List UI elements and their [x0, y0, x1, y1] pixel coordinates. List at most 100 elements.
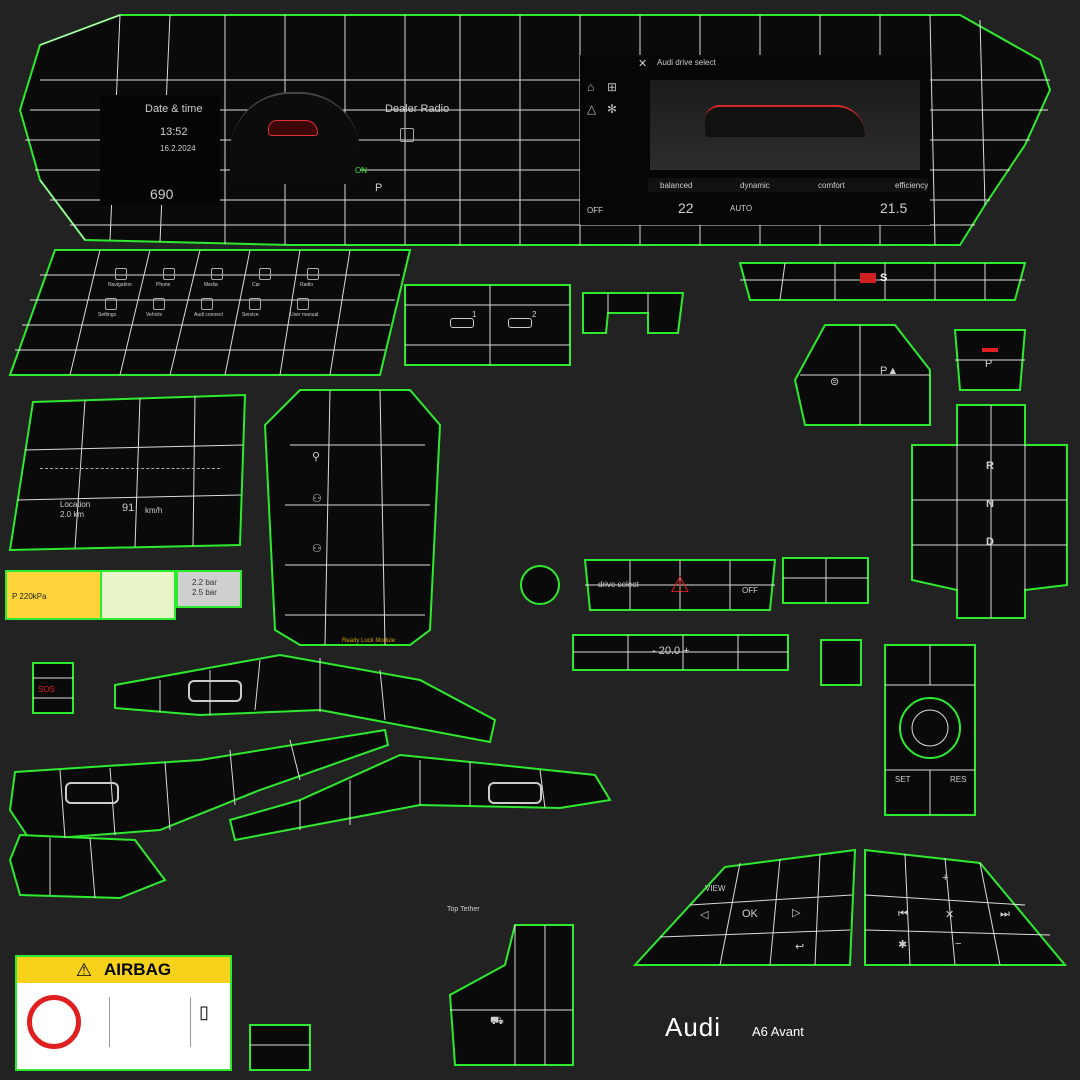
gear-r-label[interactable]: R	[986, 460, 994, 472]
menu-item-icon[interactable]	[297, 298, 309, 310]
menu-item-icon[interactable]	[105, 298, 117, 310]
esc-off-label[interactable]: OFF	[742, 586, 758, 595]
park-camera-icon[interactable]: ⊜	[830, 376, 840, 388]
tailgate-icon[interactable]: ⛟	[490, 1015, 504, 1027]
usb-panel-wireframe	[404, 284, 571, 366]
armrest-wireframes	[8, 653, 612, 900]
s-text: S	[880, 272, 888, 284]
airbag-title: AIRBAG	[104, 960, 172, 979]
park-assist-icon[interactable]: P▲	[880, 365, 899, 377]
fan-icon[interactable]: ✻	[607, 102, 618, 116]
ok-button[interactable]: OK	[742, 908, 758, 920]
door-icon-1[interactable]: ⚲	[312, 451, 321, 463]
steering-right-wireframe	[864, 848, 1068, 966]
menu-item-icon[interactable]	[307, 268, 319, 280]
door-handle-2[interactable]	[65, 782, 119, 804]
menu-item-icon[interactable]	[153, 298, 165, 310]
temp-control[interactable]: - 20.0 +	[652, 645, 690, 657]
hud-lane-lines	[40, 468, 220, 470]
left-instrument-screen	[100, 95, 220, 205]
brand-name: Audi	[665, 1012, 722, 1042]
s-badge-wireframe	[738, 262, 1027, 301]
clock-time: 13:52	[160, 126, 188, 138]
prev-track-icon[interactable]: ⏮	[898, 908, 908, 920]
climate-auto[interactable]: AUTO	[730, 204, 753, 213]
menu-item-icon[interactable]	[211, 268, 223, 280]
manual-icon: ▯	[199, 1002, 209, 1022]
range-readout: 690	[150, 186, 174, 202]
usb-1-label: 1	[472, 310, 477, 319]
steer-right-arrow-icon[interactable]: ▷	[792, 907, 801, 919]
p-button-label[interactable]: P	[985, 358, 993, 370]
center-gauge	[230, 92, 360, 184]
clock-date: 16.2.2024	[160, 144, 196, 153]
close-icon[interactable]: ✕	[638, 58, 648, 70]
small-trim-wireframe	[249, 1024, 311, 1071]
p-button-indicator	[982, 348, 998, 352]
door-icon-2[interactable]: ⚇	[312, 493, 322, 505]
usb-port-1[interactable]	[450, 318, 474, 328]
top-tether-label: Top Tether	[447, 906, 480, 913]
no-child-seat-icon	[27, 995, 81, 1049]
door-icon-3[interactable]: ⚇	[312, 543, 322, 555]
menu-item-label: Audi connect	[194, 312, 223, 318]
hud-unit: km/h	[145, 506, 163, 515]
menu-item-icon[interactable]	[201, 298, 213, 310]
tailgate-button-wireframe	[448, 924, 574, 1066]
gear-n-label[interactable]: N	[986, 498, 994, 510]
menu-item-label: Phone	[156, 282, 171, 288]
gear-d-label[interactable]: D	[986, 536, 994, 548]
view-button[interactable]: VIEW	[705, 884, 726, 893]
door-panel-wireframe	[263, 389, 442, 646]
airbag-header: ⚠ AIRBAG	[17, 957, 230, 983]
hud-route: Location	[60, 500, 91, 509]
s-emblem	[860, 273, 876, 283]
menu-item-icon[interactable]	[115, 268, 127, 280]
mode-balanced[interactable]: balanced	[660, 181, 693, 190]
menu-item-label: Vehicle	[146, 312, 163, 318]
brand-model: A6 Avant	[752, 1024, 804, 1039]
home-icon[interactable]: ⌂	[587, 80, 595, 94]
set-button[interactable]: SET	[895, 775, 911, 784]
mode-dynamic[interactable]: dynamic	[740, 181, 770, 190]
mode-efficiency[interactable]: efficiency	[895, 181, 929, 190]
gear-selector-wireframe	[911, 404, 1068, 619]
climate-right-temp[interactable]: 21.5	[880, 200, 908, 216]
climate-left-temp[interactable]: 22	[678, 200, 694, 216]
menu-item-label: User manual	[290, 312, 319, 318]
menu-item-icon[interactable]	[249, 298, 261, 310]
hazard-icon[interactable]: ⚠	[670, 572, 690, 597]
sos-button-wireframe	[32, 662, 74, 714]
mode-comfort[interactable]: comfort	[818, 181, 845, 190]
door-handle-1[interactable]	[188, 680, 242, 702]
tire-sticker-2	[100, 570, 176, 620]
next-track-icon[interactable]: ⏭	[1000, 908, 1010, 920]
steer-left-arrow-icon[interactable]: ◁	[700, 909, 709, 921]
steer-back-icon[interactable]: ↩	[795, 941, 805, 953]
jog-knob[interactable]	[520, 565, 560, 605]
climate-off-label[interactable]: OFF	[587, 206, 603, 215]
door-handle-3[interactable]	[488, 782, 542, 804]
ready-lock-text: Ready Lock Module	[342, 638, 396, 644]
res-button[interactable]: RES	[950, 775, 967, 784]
sos-label[interactable]: SOS	[38, 685, 55, 694]
menu-item-icon[interactable]	[163, 268, 175, 280]
usb-port-2[interactable]	[508, 318, 532, 328]
voice-icon[interactable]: ✱	[898, 939, 908, 951]
drive-select-button[interactable]: drive select	[598, 580, 639, 589]
tire-sticker-1	[5, 570, 102, 620]
menu-item-icon[interactable]	[259, 268, 271, 280]
drive-mode-bar	[648, 178, 928, 192]
date-time-title: Date & time	[145, 103, 203, 115]
menu-item-label: Navigation	[108, 282, 132, 288]
mute-icon[interactable]: ✕	[945, 909, 955, 921]
airbag-sticker: ⚠ AIRBAG ▯	[15, 955, 232, 1071]
hud-speed: 91	[122, 502, 135, 514]
sidebar-icon-2[interactable]: ⊞	[607, 80, 618, 94]
hud-wireframe	[8, 393, 247, 552]
hud-distance: 2.0 km	[60, 510, 85, 519]
volume-down-icon[interactable]: −	[955, 938, 962, 950]
climate-strip-wireframe	[572, 634, 789, 671]
volume-up-icon[interactable]: +	[942, 872, 949, 884]
warning-icon[interactable]: △	[587, 102, 597, 116]
